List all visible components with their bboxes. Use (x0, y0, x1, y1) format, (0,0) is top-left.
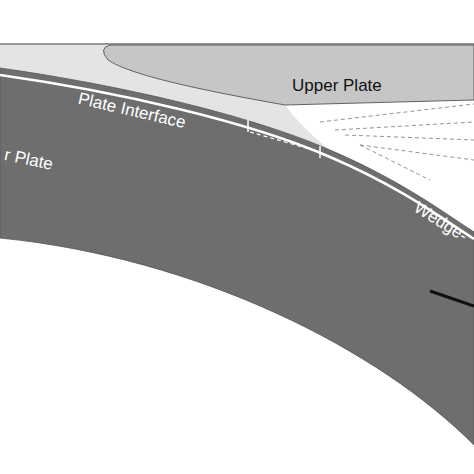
surface-line (0, 44, 474, 45)
plate-name: Upper Plate (292, 76, 382, 96)
upper-plate-shape (95, 44, 474, 114)
fault-line (360, 145, 474, 160)
upper-plate: Upper Plate (95, 44, 474, 114)
lower-plate-outline (0, 68, 474, 445)
lower-plate: r Plate (0, 60, 474, 474)
interface-label: Plate Interface (76, 89, 187, 133)
fault-line (335, 122, 474, 130)
fault-line (345, 135, 474, 140)
wedge-label: Wedge- (410, 198, 471, 246)
wedge-faults (320, 104, 474, 180)
plate-interface-line (0, 75, 474, 239)
overlying-sediment (0, 45, 474, 232)
tick-mark (247, 120, 249, 132)
accretionary-wedge (285, 100, 474, 232)
dashed-interface (250, 132, 320, 152)
fault-line (360, 145, 430, 180)
plate-name: r Plate (2, 145, 54, 175)
slab-marker (430, 291, 474, 306)
upper-plate-outline (103, 45, 474, 105)
fault-line (320, 104, 474, 122)
tick-mark (319, 146, 321, 158)
lower-plate-shape (0, 60, 474, 474)
